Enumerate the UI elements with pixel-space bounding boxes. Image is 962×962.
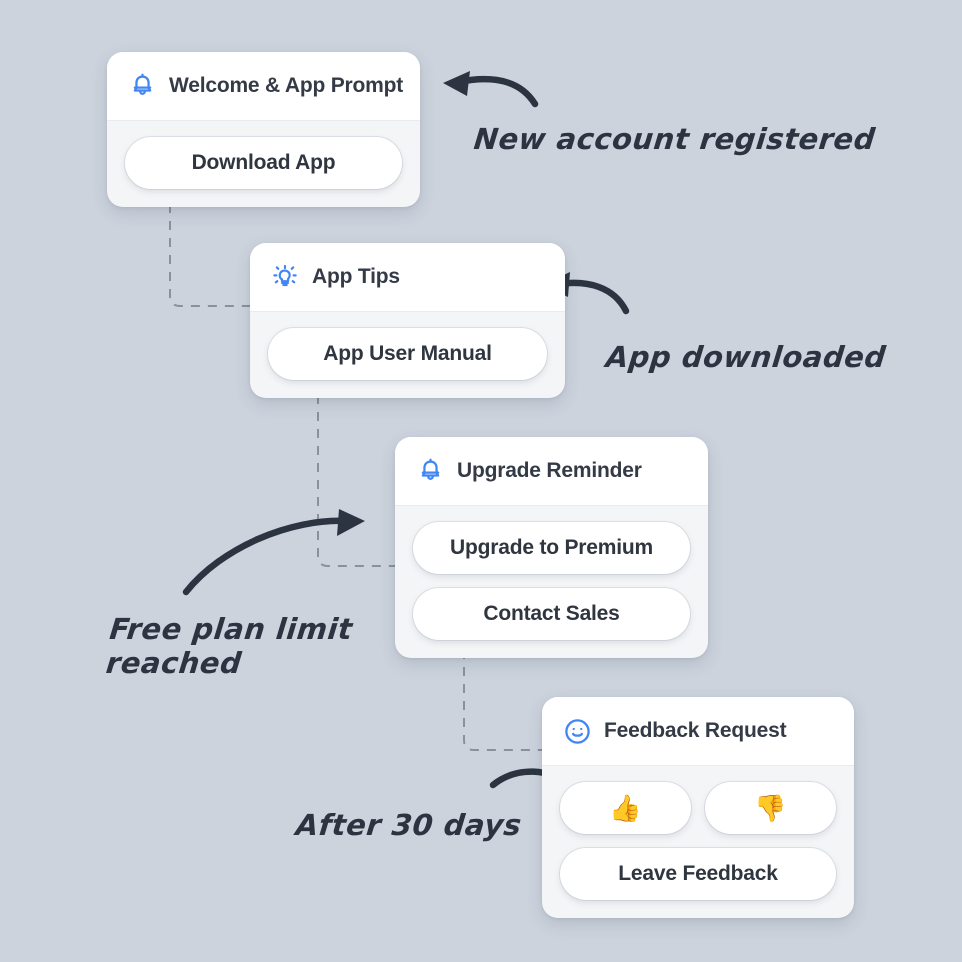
card-title: App Tips: [312, 265, 400, 288]
card-header: Upgrade Reminder: [395, 437, 708, 506]
contact-sales-button[interactable]: Contact Sales: [413, 588, 690, 640]
thumbs-up-button[interactable]: 👍: [560, 782, 691, 834]
annotation-free-plan-limit-reached: Free plan limit reached: [104, 612, 355, 681]
arrow-free-plan-limit: [182, 509, 365, 596]
reaction-row: 👍 👎: [560, 782, 836, 834]
app-user-manual-button[interactable]: App User Manual: [268, 328, 547, 380]
upgrade-to-premium-button[interactable]: Upgrade to Premium: [413, 522, 690, 574]
card-title: Upgrade Reminder: [457, 459, 642, 482]
annotation-after-30-days: After 30 days: [294, 808, 524, 842]
connector-welcome-to-tips: [169, 204, 251, 307]
card-body: Upgrade to Premium Contact Sales: [395, 506, 708, 658]
bell-icon: [415, 456, 445, 486]
card-title: Welcome & App Prompt: [169, 74, 404, 97]
card-welcome-app-prompt: Welcome & App Prompt Download App: [107, 52, 420, 207]
card-header: App Tips: [250, 243, 565, 312]
card-upgrade-reminder: Upgrade Reminder Upgrade to Premium Cont…: [395, 437, 708, 658]
card-header: Feedback Request: [542, 697, 854, 766]
card-feedback-request: Feedback Request 👍 👎 Leave Feedback: [542, 697, 854, 918]
card-body: Download App: [107, 121, 420, 207]
card-header: Welcome & App Prompt: [107, 52, 420, 121]
arrow-new-account: [443, 71, 539, 108]
leave-feedback-button[interactable]: Leave Feedback: [560, 848, 836, 900]
lightbulb-icon: [270, 262, 300, 292]
download-app-button[interactable]: Download App: [125, 137, 402, 189]
smiley-icon: [562, 716, 592, 746]
card-app-tips: App Tips App User Manual: [250, 243, 565, 398]
card-body: 👍 👎 Leave Feedback: [542, 766, 854, 918]
thumbs-down-button[interactable]: 👎: [705, 782, 836, 834]
annotation-app-downloaded: App downloaded: [604, 340, 888, 374]
connector-tips-to-upgrade: [317, 395, 396, 567]
card-title: Feedback Request: [604, 719, 787, 742]
connector-upgrade-to-feedback: [463, 650, 543, 751]
card-body: App User Manual: [250, 312, 565, 398]
bell-icon: [127, 71, 157, 101]
annotation-new-account-registered: New account registered: [472, 122, 877, 156]
